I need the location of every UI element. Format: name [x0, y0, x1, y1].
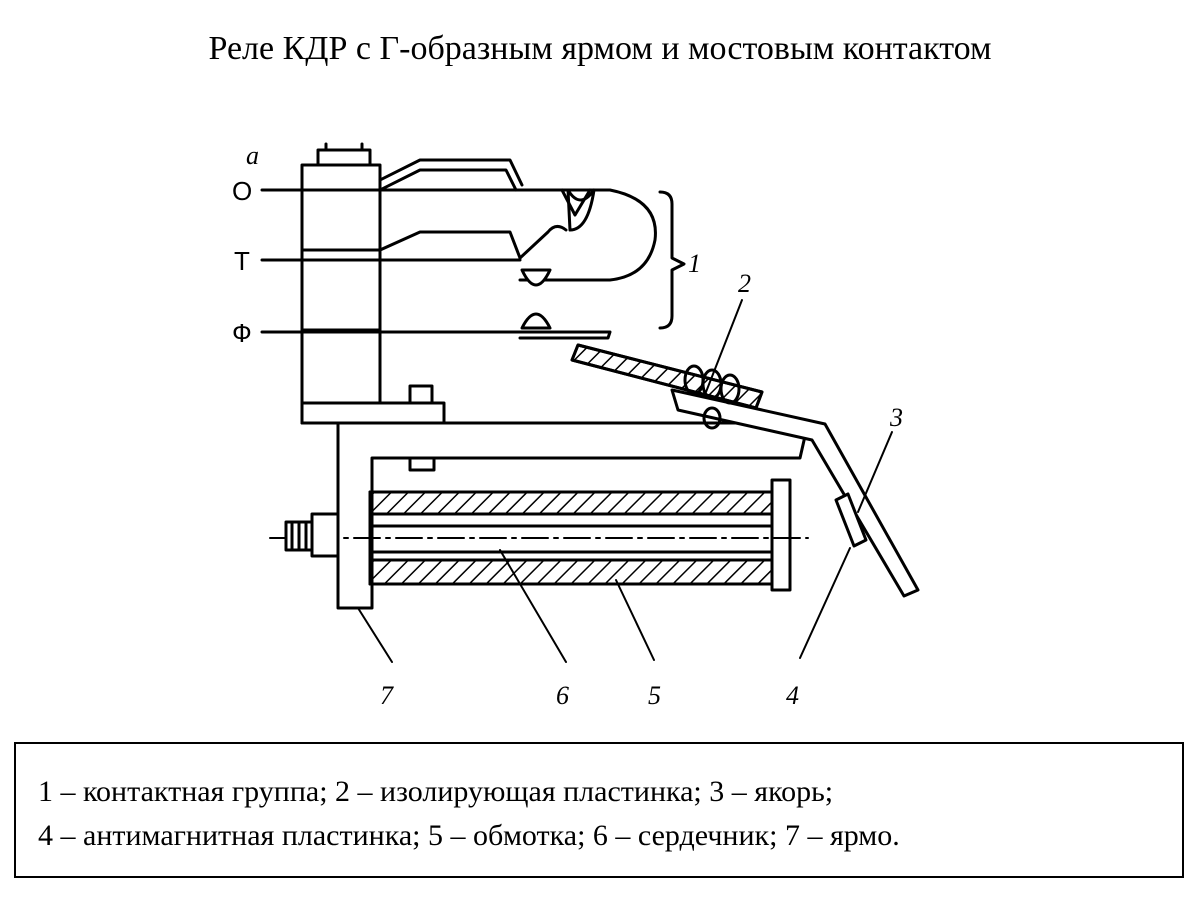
legend-line-2: 4 – антимагнитная пластинка; 5 – обмотка… — [38, 819, 900, 852]
leader-6 — [499, 549, 567, 663]
leader-4 — [799, 547, 851, 659]
legend-box: 1 – контактная группа; 2 – изолирующая п… — [14, 742, 1184, 878]
callout-2: 2 — [738, 269, 751, 298]
callout-4: 4 — [786, 681, 799, 710]
leader-5 — [615, 579, 655, 661]
contact-spring-t — [300, 225, 568, 287]
callout-1: 1 — [688, 249, 701, 278]
antimagnetic-plate — [834, 492, 868, 548]
contact-spring-o — [300, 158, 657, 282]
core-nut — [284, 512, 340, 558]
callout-7: 7 — [380, 681, 394, 710]
contact-base-plate — [300, 401, 446, 425]
terminal-f-label: Ф — [232, 318, 252, 348]
leader-7 — [357, 607, 393, 663]
yoke — [336, 421, 810, 610]
subfigure-label: a — [246, 141, 259, 170]
contact-group-bracket — [658, 190, 686, 330]
fixing-screw-top — [408, 384, 434, 405]
legend-line-1: 1 – контактная группа; 2 – изолирующая п… — [38, 775, 834, 808]
coil-end-flange — [770, 478, 792, 592]
contact-block — [300, 142, 382, 425]
core — [368, 524, 774, 554]
terminal-t-label: Т — [234, 246, 250, 276]
callout-3: 3 — [889, 403, 903, 432]
terminal-o-label: О — [232, 176, 252, 206]
callout-6: 6 — [556, 681, 569, 710]
armature — [670, 388, 920, 598]
page-title: Реле КДР с Г-образным ярмом и мостовым к… — [208, 30, 992, 67]
leader-3 — [857, 431, 893, 513]
relay-diagram: a О Т Ф 1 2 3 4 5 6 7 — [232, 141, 920, 710]
insulating-plate — [570, 343, 764, 430]
callout-5: 5 — [648, 681, 661, 710]
leader-2 — [705, 299, 743, 393]
contact-spring-f — [300, 312, 612, 340]
